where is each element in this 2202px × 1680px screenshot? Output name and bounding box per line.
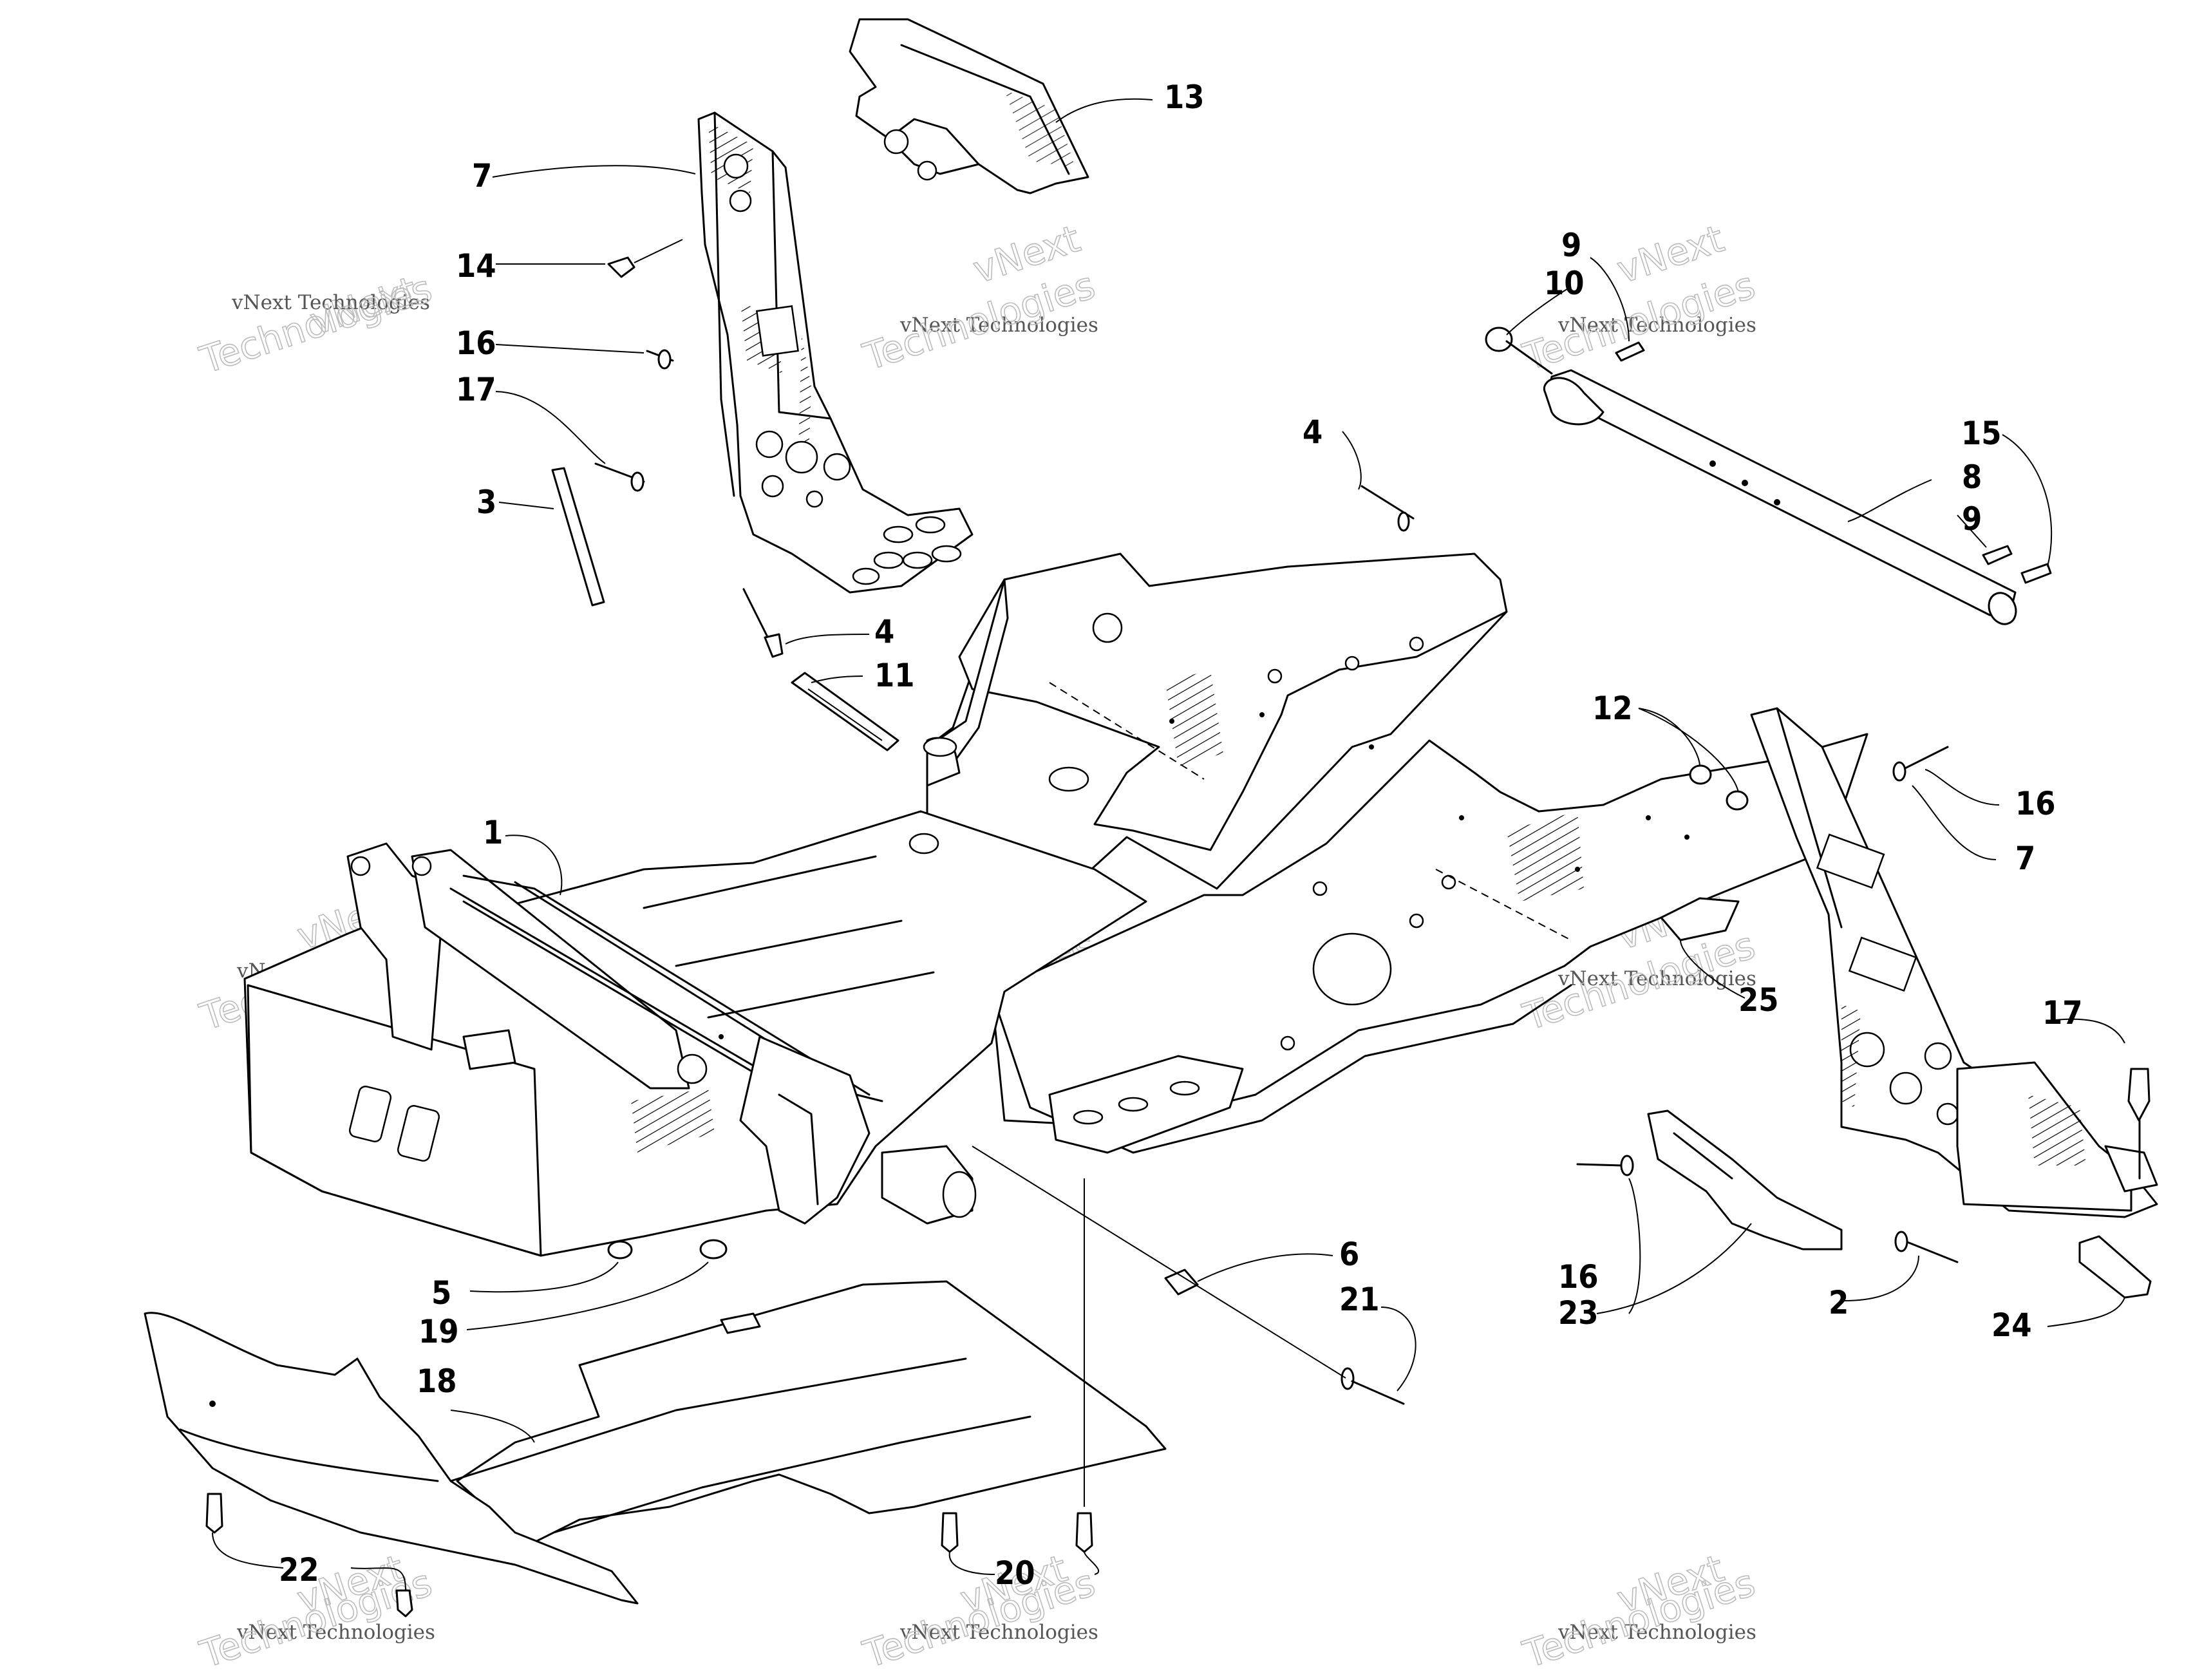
watermark-small: vNext Technologies	[899, 314, 1098, 337]
part-3-rod	[551, 467, 605, 607]
part-18-belly-pan	[449, 1280, 1167, 1547]
watermark-big: Technologies	[194, 267, 437, 382]
bolt-9-top	[1615, 341, 1645, 362]
watermark-small: vNext Technologies	[231, 291, 430, 314]
rivet-17	[594, 462, 645, 492]
callout-9: 9	[1962, 500, 1982, 538]
watermark-small: vNext Technologies	[1557, 1621, 1756, 1644]
callout-7: 7	[2015, 840, 2035, 877]
part-1-chassis	[243, 552, 1868, 1257]
fastener-14	[607, 239, 683, 278]
callout-10: 10	[1544, 265, 1585, 302]
part-6-clip	[1164, 1269, 1199, 1296]
leader-6-21-axis	[972, 1146, 1346, 1379]
callout-4: 4	[874, 613, 894, 650]
fastener-10	[1485, 326, 1553, 375]
callout-25: 25	[1738, 981, 1779, 1019]
callout-23: 23	[1558, 1294, 1599, 1332]
nut-19	[699, 1239, 728, 1260]
callout-21: 21	[1339, 1281, 1380, 1318]
callout-14: 14	[456, 247, 496, 285]
callout-2: 2	[1829, 1284, 1849, 1321]
callout-22: 22	[279, 1551, 319, 1589]
callout-20: 20	[995, 1554, 1035, 1592]
callout-17: 17	[2042, 994, 2083, 1032]
rivet-17-right	[2127, 1068, 2150, 1180]
rivet-21	[1341, 1367, 1405, 1405]
part-7-left-support	[697, 111, 974, 594]
watermark-small: vNext Technologies	[899, 1621, 1098, 1644]
part-13-console	[849, 18, 1089, 194]
callout-7: 7	[472, 157, 492, 194]
callouts: 13 7 14 16 17 3 4 11 4 9 10 15 8 9 12 16…	[279, 79, 2083, 1592]
callout-12: 12	[1592, 690, 1633, 727]
callout-24: 24	[1991, 1307, 2032, 1344]
part-24-plate	[2078, 1235, 2152, 1299]
callout-16: 16	[456, 325, 496, 362]
callout-16: 16	[1558, 1258, 1599, 1296]
callout-1: 1	[483, 814, 503, 851]
watermark-small: vNext Technologies	[1557, 314, 1756, 337]
callout-9: 9	[1561, 227, 1581, 264]
rivet-16	[646, 349, 674, 370]
leader-lines	[212, 98, 2125, 1591]
part-8-crossbar	[1543, 369, 2017, 625]
front-nose-piece	[144, 1312, 639, 1605]
bolt-15	[2020, 563, 2052, 584]
nut-5	[607, 1240, 633, 1260]
rivet-4-left	[742, 588, 784, 658]
callout-17: 17	[456, 371, 496, 408]
part-25-bracket	[1660, 897, 1740, 941]
callout-6: 6	[1339, 1236, 1359, 1273]
part-11-strip	[791, 672, 899, 751]
callout-15: 15	[1961, 415, 2002, 452]
part-23-bracket	[1647, 1109, 1843, 1251]
callout-8: 8	[1962, 458, 1982, 496]
callout-13: 13	[1164, 79, 1205, 116]
bolt-9-right	[1982, 545, 2013, 565]
rivet-4-right	[1360, 485, 1415, 532]
callout-18: 18	[417, 1363, 457, 1400]
nut-12	[1689, 764, 1749, 811]
callout-19: 19	[419, 1313, 459, 1350]
part-7-right-support	[1750, 707, 2158, 1218]
callout-16: 16	[2015, 785, 2056, 822]
callout-3: 3	[476, 484, 496, 521]
rivet-2	[1894, 1231, 1959, 1263]
screws-20	[941, 1178, 1093, 1553]
watermark-small: vNext Technologies	[236, 1621, 435, 1644]
rivet-16-right	[1892, 746, 1949, 782]
callout-11: 11	[874, 657, 915, 694]
rivet-16-lower	[1576, 1155, 1634, 1176]
callout-5: 5	[431, 1274, 451, 1312]
callout-4: 4	[1303, 413, 1322, 451]
screws-22	[205, 1493, 413, 1618]
